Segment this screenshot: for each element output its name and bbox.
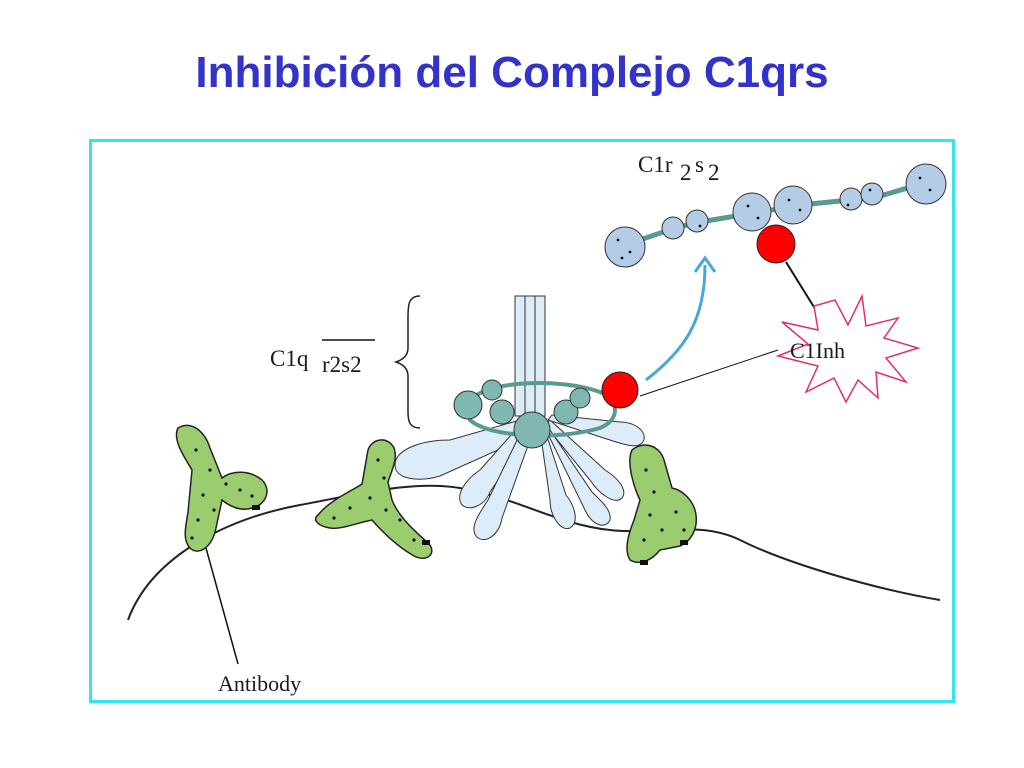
c1inh-leader-bound [639, 349, 779, 397]
release-arrow [645, 264, 707, 382]
c1inh-dot-bound [601, 371, 639, 409]
c1qrs-bracket [393, 295, 421, 429]
c1r2s2-label-s: s [695, 152, 704, 177]
c1qrs-label-main: C1q [270, 346, 309, 371]
c1r2s2-bound-ring [453, 379, 617, 449]
antibody-label: Antibody [218, 671, 301, 696]
slide-title: Inhibición del Complejo C1qrs [195, 48, 829, 97]
c1r2s2-label-sub2: 2 [708, 160, 720, 185]
c1inh-dot-released [756, 224, 796, 264]
c1r2s2-released-chain [604, 163, 947, 268]
c1inh-label: C1Inh [790, 338, 845, 363]
c1q-stalk [514, 295, 546, 417]
c1r2s2-label-sub1: 2 [680, 160, 692, 185]
antibody-leader [205, 547, 239, 665]
cell-membrane [127, 484, 941, 621]
antibody-left [175, 424, 268, 552]
c1inh-starburst [775, 293, 921, 404]
c1qrs-label-overline: r2s2 [322, 352, 362, 377]
antibody-right [626, 444, 698, 564]
c1r2s2-label-r: C1r [638, 152, 673, 177]
